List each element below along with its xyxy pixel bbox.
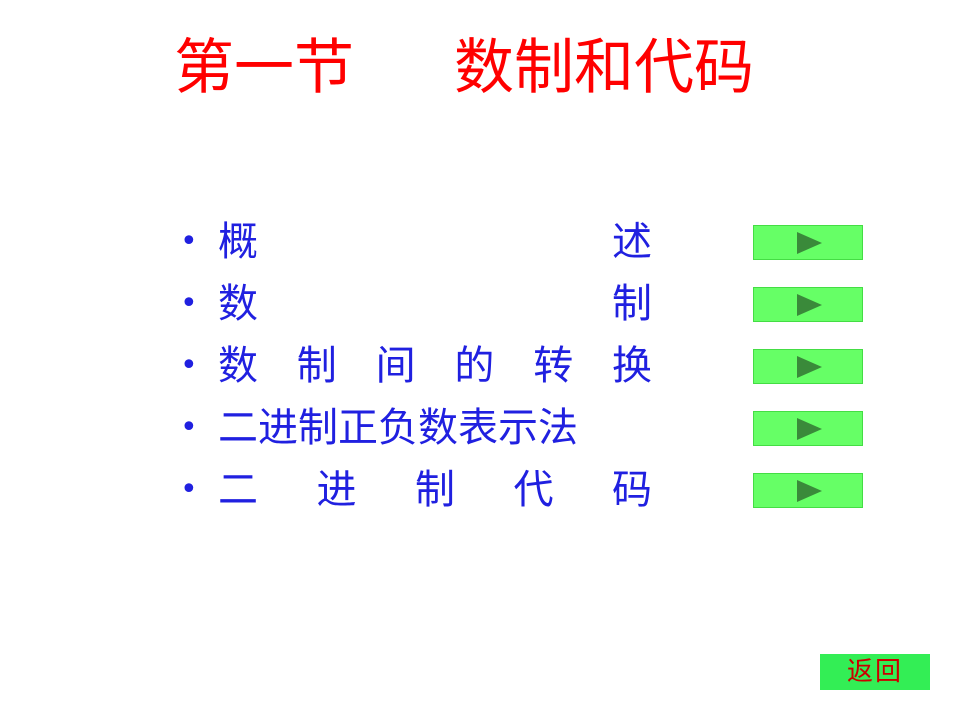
label-char: 换 [611,343,652,389]
title-topic: 数制和代码 [454,33,754,103]
label-text: 二进制正负数表示法 [218,405,578,451]
go-binary-codes-button[interactable] [753,473,863,508]
go-number-systems-button[interactable] [753,287,863,322]
label-char: 制 [612,281,652,327]
menu-item-label: 二进制正负数表示法 [218,402,652,454]
back-button[interactable]: 返回 [820,654,930,690]
label-char: 数 [218,281,258,327]
play-triangle-icon [797,294,822,316]
label-char: 的 [454,343,495,389]
page-title: 第一节 数制和代码 [174,30,794,106]
label-char: 间 [375,343,416,389]
play-triangle-icon [797,418,822,440]
label-char: 转 [533,343,574,389]
bullet-icon: • [180,224,198,259]
menu-item-label: 数 制 [218,278,652,330]
menu-item-label: 数 制 间 的 转 换 [218,340,652,392]
menu-item-conversion: • 数 制 间 的 转 换 [180,336,880,398]
go-overview-button[interactable] [753,225,863,260]
go-conversion-button[interactable] [753,349,863,384]
bullet-icon: • [180,286,198,321]
menu-item-binary-codes: • 二 进 制 代 码 [180,460,880,522]
label-char: 概 [218,219,258,265]
title-section-number: 第一节 [174,33,354,103]
label-char: 码 [612,467,652,513]
label-char: 二 [218,467,258,513]
bullet-icon: • [180,472,198,507]
bullet-icon: • [180,348,198,383]
play-triangle-icon [797,232,822,254]
bullet-icon: • [180,410,198,445]
menu-item-overview: • 概 述 [180,212,880,274]
label-char: 制 [296,343,337,389]
label-char: 制 [415,467,455,513]
label-char: 进 [316,467,357,513]
topic-menu: • 概 述 • 数 制 • 数 制 间 的 转 换 [180,212,880,522]
menu-item-label: 概 述 [218,216,652,268]
menu-item-number-systems: • 数 制 [180,274,880,336]
menu-item-signed-binary: • 二进制正负数表示法 [180,398,880,460]
play-triangle-icon [797,480,822,502]
menu-item-label: 二 进 制 代 码 [218,464,652,516]
label-char: 述 [612,219,652,265]
go-signed-binary-button[interactable] [753,411,863,446]
label-char: 数 [218,343,258,389]
label-char: 代 [513,467,554,513]
play-triangle-icon [797,356,822,378]
